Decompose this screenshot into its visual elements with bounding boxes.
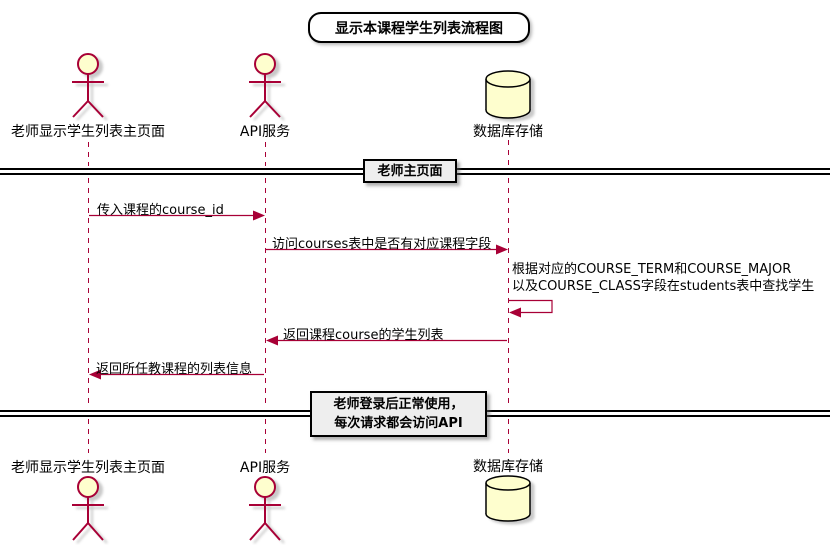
self-message-label: 根据对应的COURSE_TERM和COURSE_MAJOR 以及COURSE_C… xyxy=(512,261,814,295)
actor-icon-teacher-bottom xyxy=(72,476,108,544)
message-4-label: 返回课程course的学生列表 xyxy=(283,328,444,343)
self-message-line-1: 根据对应的COURSE_TERM和COURSE_MAJOR xyxy=(512,262,792,277)
message-2-label: 访问courses表中是否有对应课程字段 xyxy=(272,237,492,252)
actor-icon-api-bottom xyxy=(249,476,285,544)
database-icon-top xyxy=(485,70,535,122)
divider-1-label: 老师主页面 xyxy=(377,163,443,179)
arrow-msg-2 xyxy=(266,244,508,255)
divider-teacher-login-note: 老师登录后正常使用， 每次请求都会访问API xyxy=(310,391,487,437)
participant-label-api-top: API服务 xyxy=(239,124,291,140)
message-5-label: 返回所任教课程的列表信息 xyxy=(96,362,253,377)
participant-label-database-bottom: 数据库存储 xyxy=(473,459,543,475)
arrow-msg-1 xyxy=(89,210,265,221)
participant-label-api-bottom: API服务 xyxy=(239,460,291,476)
participant-label-teacher-bottom: 老师显示学生列表主页面 xyxy=(11,460,165,476)
self-message-line-2: 以及COURSE_CLASS字段在students表中查找学生 xyxy=(512,279,815,294)
participant-label-teacher-top: 老师显示学生列表主页面 xyxy=(11,124,165,140)
divider-2-label-line-2: 每次请求都会访问API xyxy=(334,416,463,431)
arrow-msg-5 xyxy=(89,369,264,380)
arrow-msg-4 xyxy=(266,335,507,346)
arrow-self-msg xyxy=(509,299,553,318)
participant-label-database-top: 数据库存储 xyxy=(473,124,543,140)
diagram-title: 显示本课程学生列表流程图 xyxy=(308,12,530,43)
database-icon-bottom xyxy=(485,475,535,525)
divider-teacher-main-page: 老师主页面 xyxy=(363,159,457,183)
actor-icon-teacher-top xyxy=(72,53,108,121)
divider-2-label-line-1: 老师登录后正常使用， xyxy=(333,397,464,412)
actor-icon-api-top xyxy=(249,53,285,121)
diagram-title-text: 显示本课程学生列表流程图 xyxy=(335,20,503,37)
message-1-label: 传入课程的course_id xyxy=(97,203,224,218)
